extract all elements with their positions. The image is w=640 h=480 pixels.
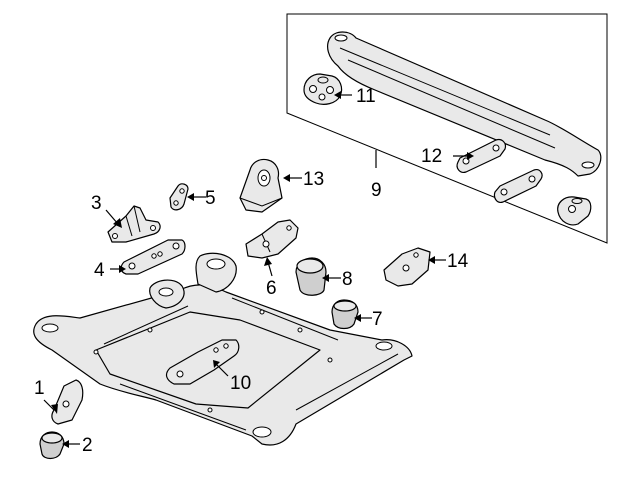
- part-14-bracket: [383, 247, 431, 287]
- part-10-mount: [165, 339, 240, 385]
- callout-5: 5: [205, 188, 216, 209]
- part-3-bracket: [107, 205, 161, 243]
- part-6-bracket: [245, 219, 299, 259]
- part-7-bushing: [331, 299, 359, 330]
- callout-2: 2: [82, 435, 93, 456]
- part-11-mount: [303, 73, 343, 105]
- inset-box: [286, 13, 608, 244]
- callout-12: 12: [421, 146, 442, 167]
- part-8-bushing: [295, 257, 327, 296]
- part-12-bracket: [456, 138, 507, 173]
- leader-lines: [43, 91, 474, 448]
- part-2-bushing: [39, 431, 65, 460]
- part-13-mount: [239, 158, 283, 213]
- part-5-link: [169, 183, 189, 211]
- callout-7: 7: [372, 309, 383, 330]
- callout-11: 11: [356, 86, 376, 107]
- part-4-plate: [120, 239, 186, 275]
- part-9-crossmember: [327, 31, 602, 177]
- callout-13: 13: [303, 169, 324, 190]
- callout-9: 9: [371, 180, 382, 201]
- callout-10: 10: [230, 373, 251, 394]
- callout-4: 4: [94, 260, 105, 281]
- callout-6: 6: [266, 278, 277, 299]
- callout-14: 14: [447, 251, 469, 272]
- callout-8: 8: [342, 269, 353, 290]
- callout-3: 3: [91, 193, 102, 214]
- part-12-bracket-lower: [493, 169, 543, 203]
- part-1-bracket: [51, 379, 84, 425]
- callout-1: 1: [34, 378, 45, 399]
- inset-small-mount: [557, 196, 592, 226]
